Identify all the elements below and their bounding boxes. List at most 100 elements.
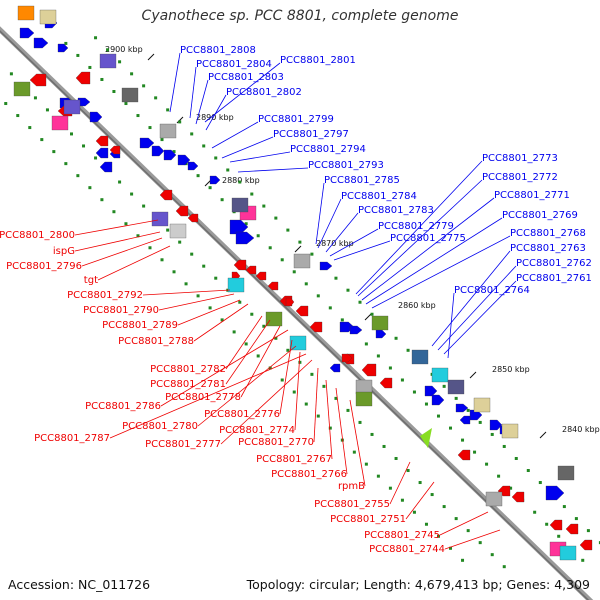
track-tick: [64, 41, 68, 45]
gene-label-forward: PCC8801_2784: [341, 191, 417, 202]
gene-label-reverse: PCC8801_2755: [314, 499, 390, 510]
gene-label-forward: PCC8801_2785: [324, 175, 400, 186]
track-tick: [310, 252, 314, 256]
gene-leader-line: [294, 351, 301, 431]
gene-arrow: [177, 154, 191, 166]
feature-box: [99, 53, 117, 69]
gene-arrow: [29, 73, 47, 87]
track-tick: [497, 474, 501, 478]
feature-box: [473, 397, 491, 413]
gene-label-reverse: PCC8801_2778: [165, 392, 241, 403]
track-tick: [370, 312, 374, 316]
gene-label-forward: PCC8801_2804: [196, 59, 272, 70]
gene-label-reverse: PCC8801_2744: [369, 544, 445, 555]
track-tick: [388, 366, 392, 370]
gene-arrow: [309, 321, 323, 333]
track-tick: [76, 53, 80, 57]
gene-label-reverse: rpmB: [338, 481, 365, 492]
gene-leader-line: [220, 359, 313, 445]
gene-arrow: [159, 189, 173, 201]
track-tick: [40, 138, 44, 142]
track-tick: [346, 408, 350, 412]
track-tick: [184, 282, 188, 286]
feature-box: [447, 379, 465, 395]
gene-leader-line: [225, 315, 263, 370]
track-tick: [412, 390, 416, 394]
gene-arrow: [95, 135, 109, 147]
gene-label-reverse: PCC8801_2766: [271, 469, 347, 480]
gene-arrow: [579, 539, 593, 551]
gene-arrow: [361, 363, 377, 377]
track-tick: [130, 192, 134, 196]
track-tick: [478, 420, 482, 424]
gene-leader-line: [317, 198, 342, 249]
feature-box: [411, 349, 429, 365]
gene-arrow: [349, 325, 363, 335]
track-tick: [124, 222, 128, 226]
gene-arrow: [233, 259, 247, 271]
track-tick: [33, 96, 37, 100]
track-tick: [406, 348, 410, 352]
feature-box: [559, 545, 577, 561]
track-tick: [466, 529, 470, 533]
gene-leader-line: [225, 319, 271, 385]
feature-box: [39, 9, 57, 25]
track-tick: [461, 438, 465, 442]
gene-leader-line: [325, 212, 359, 253]
gene-label-reverse: PCC8801_2780: [122, 421, 198, 432]
gene-leader-line: [329, 228, 379, 257]
track-tick: [574, 517, 578, 521]
track-tick: [292, 390, 296, 394]
track-tick: [178, 120, 182, 124]
feature-box: [557, 465, 575, 481]
gene-label-reverse: PCC8801_2751: [330, 514, 406, 525]
gene-leader-line: [205, 94, 227, 131]
gene-arrow: [245, 265, 257, 275]
accession-text: Accession: NC_011726: [8, 577, 151, 592]
scale-tick: [539, 431, 547, 439]
track-tick: [292, 270, 296, 274]
gene-leader-line: [405, 481, 435, 520]
gene-label-forward: PCC8801_2769: [502, 210, 578, 221]
track-tick: [100, 198, 104, 202]
gene-label-forward: PCC8801_2762: [516, 258, 592, 269]
track-tick: [298, 360, 302, 364]
gene-leader-line: [437, 265, 517, 351]
gene-label-forward: PCC8801_2801: [280, 55, 356, 66]
scale-tick: [364, 313, 372, 321]
track-tick: [244, 342, 248, 346]
gene-label-forward: PCC8801_2799: [258, 114, 334, 125]
track-tick: [430, 493, 434, 497]
gene-arrow: [209, 175, 221, 185]
track-tick: [298, 240, 302, 244]
gene-leader-line: [439, 511, 489, 536]
track-tick: [214, 276, 218, 280]
gene-arrow: [459, 415, 471, 425]
gene-label-reverse: PCC8801_2745: [364, 530, 440, 541]
scale-label: 2880 kbp: [222, 176, 260, 185]
gene-arrow: [424, 385, 438, 397]
gene-leader-line: [160, 329, 289, 407]
gene-leader-line: [109, 353, 307, 439]
gene-arrow: [565, 523, 579, 535]
track-tick: [136, 114, 140, 118]
gene-leader-line: [389, 461, 411, 505]
track-tick: [250, 192, 254, 196]
gene-leader-line: [313, 367, 319, 443]
track-tick: [196, 174, 200, 178]
gene-arrow: [235, 231, 255, 245]
feature-box: [17, 5, 35, 21]
track-tick: [334, 276, 338, 280]
gene-label-forward: PCC8801_2808: [180, 45, 256, 56]
gene-label-forward: PCC8801_2768: [510, 228, 586, 239]
track-tick: [9, 72, 13, 76]
scale-tick: [294, 245, 302, 253]
feature-box: [265, 311, 283, 327]
gene-label-reverse: PCC8801_2796: [6, 261, 82, 272]
track-tick: [286, 228, 290, 232]
gene-arrow: [457, 449, 471, 461]
feature-box: [289, 335, 307, 351]
track-tick: [136, 234, 140, 238]
gene-arrow: [375, 329, 387, 339]
gene-arrow: [139, 137, 155, 149]
